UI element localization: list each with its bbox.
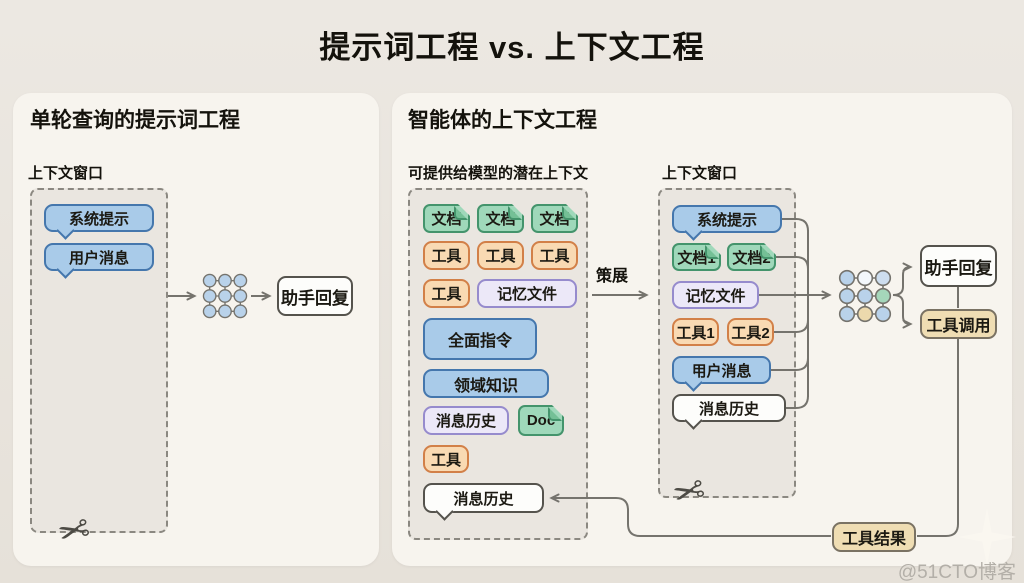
message-history-feedback-bubble: 消息历史 <box>423 483 544 513</box>
bus-user-message <box>771 357 809 371</box>
potential-context-label: 可提供给模型的潜在上下文 <box>408 165 589 182</box>
bus-system-prompt <box>781 218 809 232</box>
doc-item: 文档 <box>477 204 524 233</box>
doc-item: 文档 <box>531 204 578 233</box>
toolcall-to-toolresult-line <box>917 339 959 537</box>
tool2-item: 工具2 <box>727 318 774 346</box>
tool-item: 工具 <box>531 241 578 270</box>
doc1-item: 文档1 <box>672 243 721 271</box>
doc-en-item: Doc <box>518 405 564 436</box>
left-system-prompt-bubble: 系统提示 <box>44 204 154 232</box>
left-context-window-label: 上下文窗口 <box>28 165 104 182</box>
right-panel-heading: 智能体的上下文工程 <box>408 109 597 132</box>
bus-doc2 <box>776 256 809 270</box>
toolresult-feedback-arrow <box>549 493 831 537</box>
tool-item: 工具 <box>423 279 470 308</box>
assistant-reply-box: 助手回复 <box>920 245 997 287</box>
model-icon <box>202 273 248 319</box>
tool-item: 工具 <box>477 241 524 270</box>
left-panel-heading: 单轮查询的提示词工程 <box>30 109 240 132</box>
memory-file-item: 记忆文件 <box>477 279 577 308</box>
right-memory-file-item: 记忆文件 <box>672 281 759 309</box>
tool-result-box: 工具结果 <box>832 522 916 552</box>
curation-label: 策展 <box>596 268 629 285</box>
doc2-item: 文档2 <box>727 243 776 271</box>
right-context-window-label: 上下文窗口 <box>662 165 738 182</box>
page-title: 提示词工程 vs. 上下文工程 <box>319 30 705 65</box>
right-system-prompt-bubble: 系统提示 <box>672 205 782 233</box>
domain-knowledge-item: 领域知识 <box>423 369 549 398</box>
bus-tool2 <box>774 319 809 333</box>
model-icon <box>838 269 892 323</box>
message-history-item: 消息历史 <box>423 406 509 435</box>
fork-assistant-reply <box>892 262 913 296</box>
full-instructions-item: 全面指令 <box>423 318 537 360</box>
watermark: @51CTO博客 <box>897 562 1016 583</box>
tool-call-box: 工具调用 <box>920 309 997 339</box>
tool1-item: 工具1 <box>672 318 719 346</box>
doc-item: 文档 <box>423 204 470 233</box>
right-user-message-bubble: 用户消息 <box>672 356 771 384</box>
tool-item: 工具 <box>423 445 469 473</box>
left-user-message-bubble: 用户消息 <box>44 243 154 271</box>
bus-message-history <box>786 395 809 409</box>
right-message-history-bubble: 消息历史 <box>672 394 786 422</box>
left-assistant-reply-box: 助手回复 <box>277 276 353 316</box>
tool-item: 工具 <box>423 241 470 270</box>
fork-tool-call <box>892 294 913 329</box>
